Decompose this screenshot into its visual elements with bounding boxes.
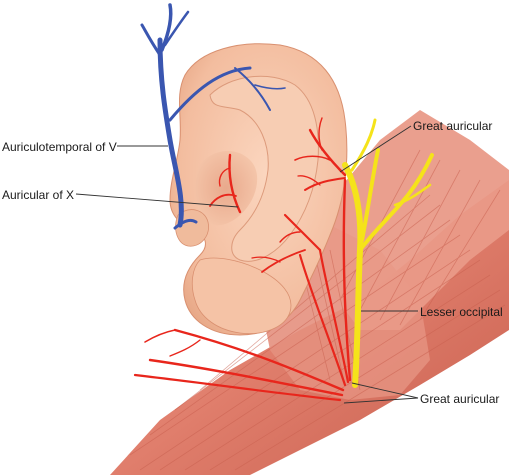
auricular-branch-vagus xyxy=(209,153,242,214)
ear-antihelix xyxy=(209,75,319,262)
label-great-auricular-bottom: Great auricular xyxy=(420,392,500,406)
leader-great-auricular-bottom-1 xyxy=(351,382,419,399)
leader-great-auricular-top xyxy=(339,125,412,173)
label-auriculotemporal: Auriculotemporal of V xyxy=(2,140,117,154)
ear-concha xyxy=(195,150,258,226)
leader-auricular-x xyxy=(75,193,239,208)
great-auricular-trunk xyxy=(133,178,352,402)
leader-great-auricular-bottom-2 xyxy=(343,397,419,404)
label-great-auricular-top: Great auricular xyxy=(413,119,493,133)
neck-muscle xyxy=(110,110,509,475)
label-lesser-occipital: Lesser occipital xyxy=(420,305,503,319)
leader-lines xyxy=(75,125,419,404)
ear-lobule xyxy=(191,257,292,335)
auriculotemporal-nerve xyxy=(140,3,286,230)
ear-tragus xyxy=(175,209,209,247)
label-auricular-of-x: Auricular of X xyxy=(2,188,75,202)
lesser-occipital-nerve xyxy=(342,118,434,388)
